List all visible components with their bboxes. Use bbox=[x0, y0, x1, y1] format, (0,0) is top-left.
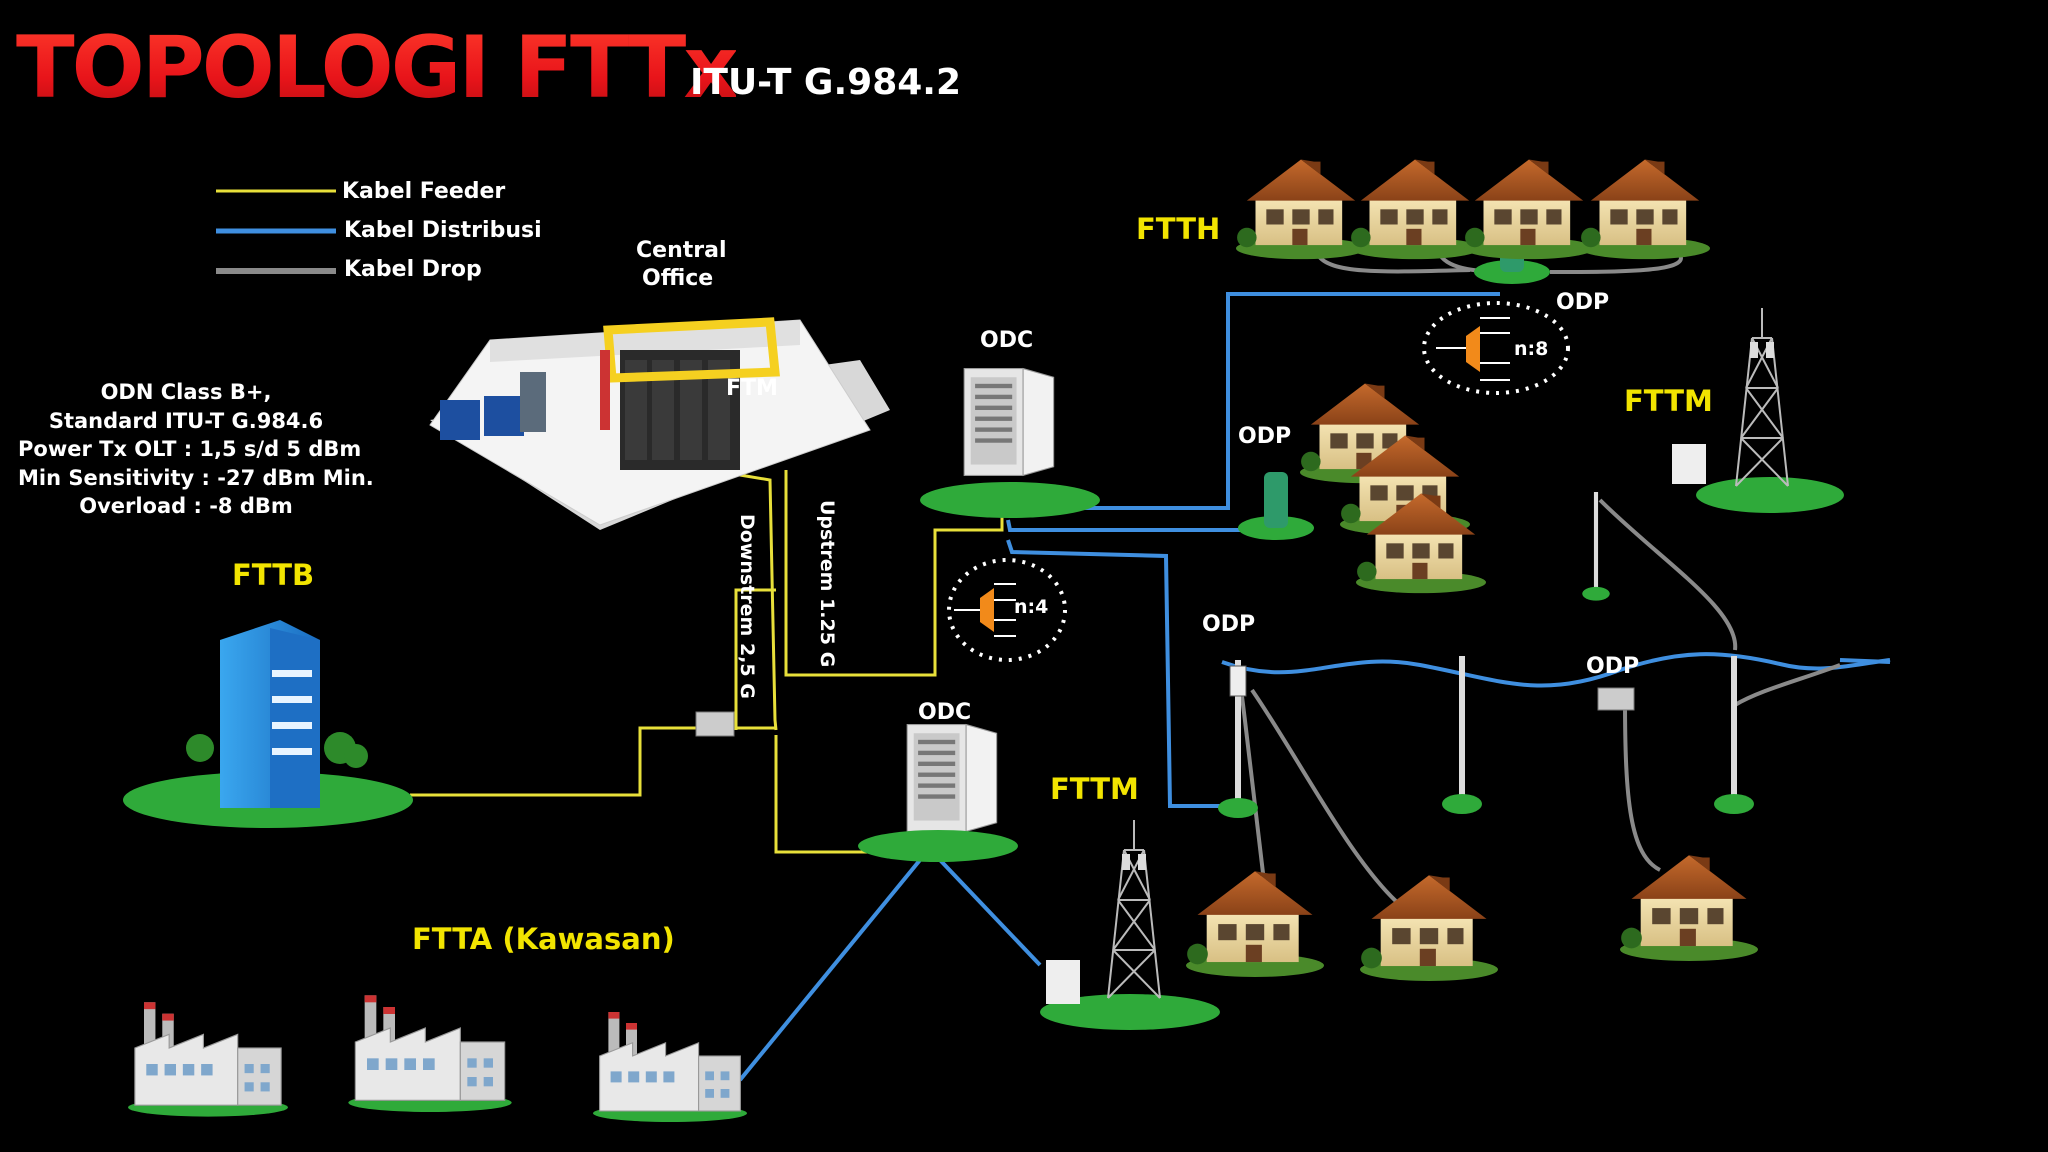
mid-houses bbox=[1300, 383, 1486, 594]
odc-bottom-cabinet bbox=[858, 723, 1018, 862]
ftth-label: FTTH bbox=[1136, 212, 1221, 246]
odp-mid-label: ODP bbox=[1238, 424, 1292, 449]
splitter-n4 bbox=[947, 558, 1067, 662]
fttm-center-label: FTTM bbox=[1050, 772, 1139, 806]
legend-feeder: Kabel Feeder bbox=[342, 179, 506, 204]
joint-closure-odp-right bbox=[1597, 687, 1635, 711]
fttm-tower-center bbox=[1040, 820, 1220, 1030]
fttm-right-label: FTTM bbox=[1624, 384, 1713, 418]
spec-power-tx: Power Tx OLT : 1,5 s/d 5 dBm bbox=[18, 437, 362, 461]
page-title: TOPOLOGI FTTx bbox=[16, 18, 739, 118]
spec-standard: Standard ITU-T G.984.6 bbox=[48, 408, 324, 433]
odc-top-cabinet bbox=[920, 367, 1100, 518]
fttb-building bbox=[123, 620, 413, 828]
odp-canister-mid bbox=[1238, 472, 1314, 540]
legend-distribution: Kabel Distribusi bbox=[344, 218, 542, 243]
ftth-houses bbox=[1236, 159, 1710, 260]
spec-min-sensitivity: Min Sensitivity : -27 dBm Min. bbox=[18, 465, 374, 490]
central-office-illustration bbox=[429, 317, 890, 530]
fttm-tower-right bbox=[1672, 308, 1844, 513]
joint-closure-feeder bbox=[695, 711, 735, 737]
spec-odn-class: ODN Class B+, bbox=[100, 380, 272, 404]
legend-drop: Kabel Drop bbox=[344, 257, 482, 282]
odp-ftth-label: ODP bbox=[1556, 290, 1610, 315]
drop-cables bbox=[1238, 253, 1841, 907]
odc-bottom-label: ODC bbox=[918, 700, 972, 725]
odp-right-label: ODP bbox=[1586, 654, 1640, 679]
fttb-label: FTTB bbox=[232, 558, 315, 592]
odp-pole-box bbox=[1229, 665, 1247, 697]
odp-pole-label: ODP bbox=[1202, 612, 1256, 637]
spec-block: ODN Class B+, Standard ITU-T G.984.6 Pow… bbox=[18, 378, 374, 521]
splitter-n8-label: n:8 bbox=[1514, 338, 1549, 360]
legend-lines bbox=[216, 189, 336, 274]
bottom-houses bbox=[1186, 855, 1758, 981]
distribution-cables bbox=[738, 292, 1891, 1082]
odc-top-label: ODC bbox=[980, 328, 1034, 353]
downstream-label: Downstrem 2,5 G bbox=[736, 514, 758, 699]
ftta-factories bbox=[128, 994, 748, 1122]
central-office-label-1: Central bbox=[636, 238, 727, 263]
splitter-n4-label: n:4 bbox=[1014, 596, 1049, 618]
page-subtitle: ITU-T G.984.2 bbox=[690, 62, 962, 103]
splitter-n8 bbox=[1422, 301, 1570, 395]
ftm-label: FTM bbox=[726, 376, 778, 401]
ftta-label: FTTA (Kawasan) bbox=[412, 922, 675, 956]
central-office-label-2: Office bbox=[642, 266, 714, 291]
spec-overload: Overload : -8 dBm bbox=[79, 494, 293, 518]
upstream-label: Upstrem 1.25 G bbox=[816, 500, 838, 668]
